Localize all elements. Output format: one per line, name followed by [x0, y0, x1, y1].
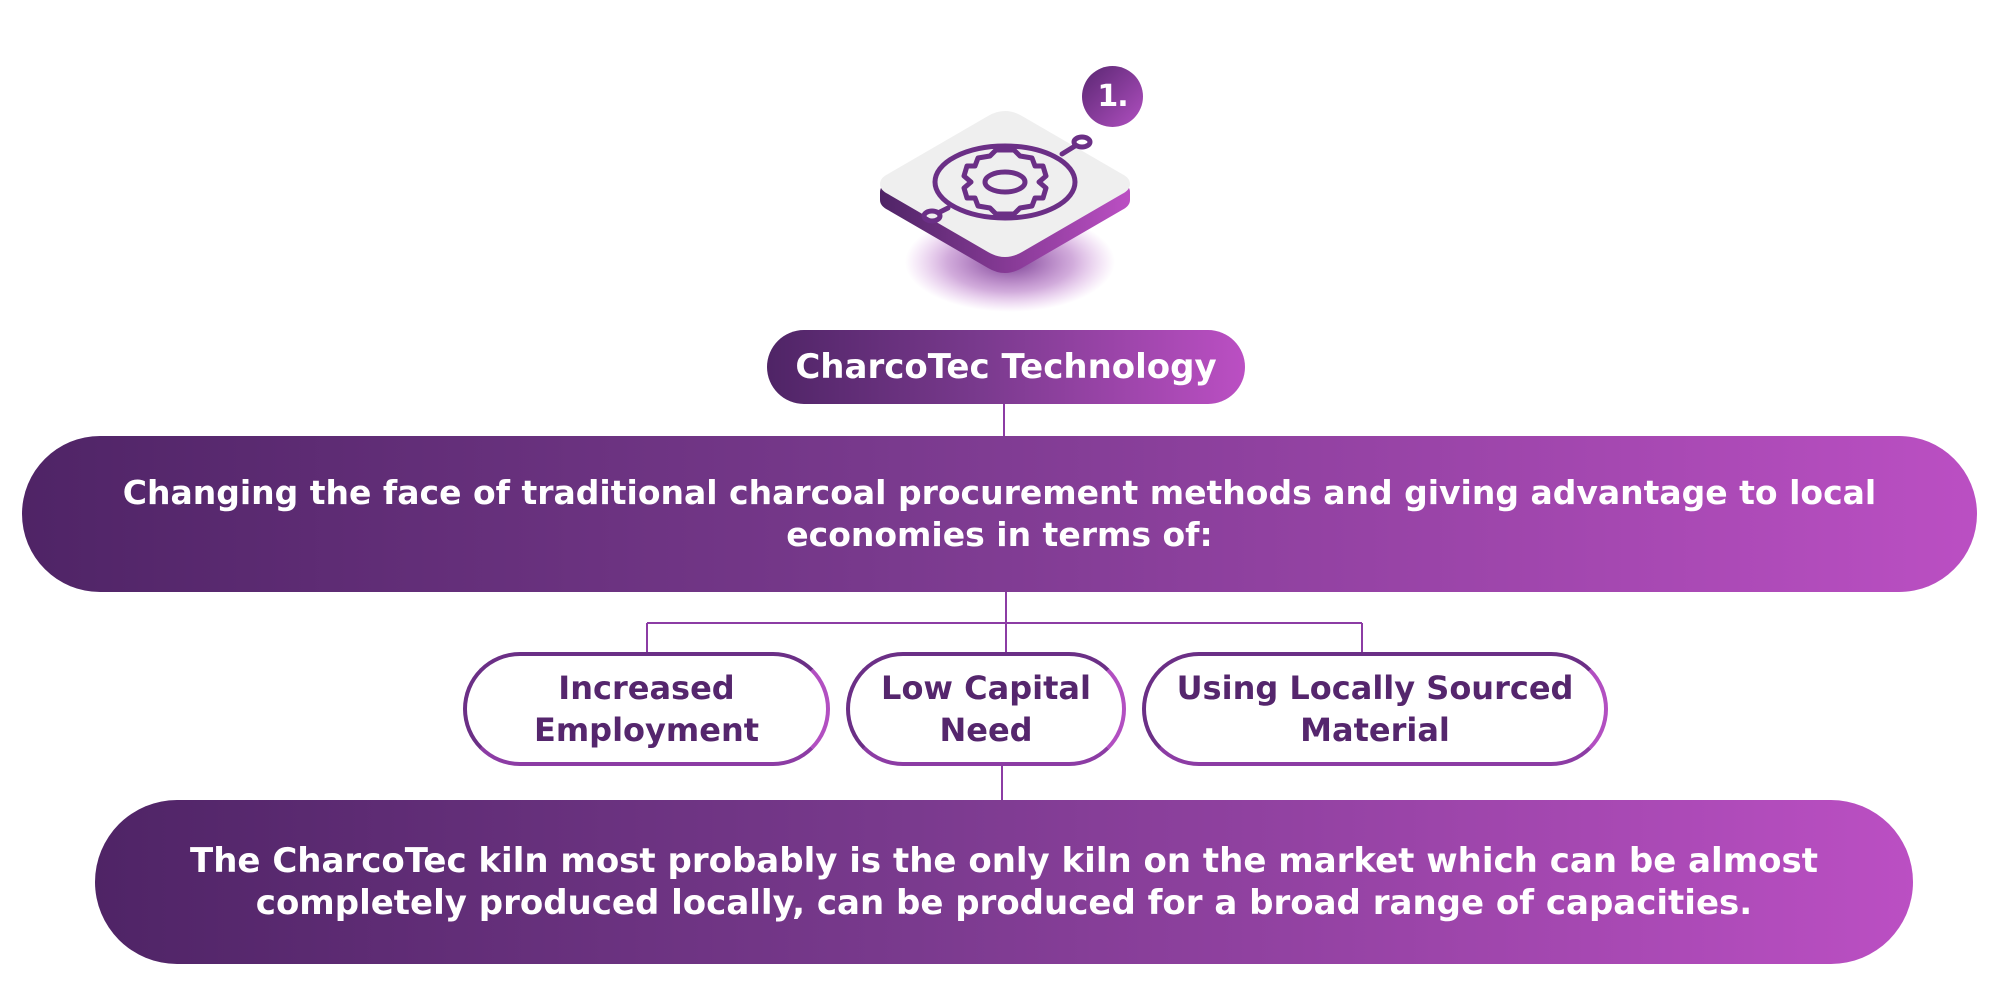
title-label: CharcoTec Technology [795, 347, 1217, 387]
technology-icon-tile [870, 100, 1140, 320]
step-number-badge: 1. [1082, 66, 1143, 127]
benefit-low-capital-need: Low Capital Need [846, 652, 1126, 766]
conclusion-text: The CharcoTec kiln most probably is the … [190, 841, 1818, 923]
step-number-label: 1. [1097, 79, 1128, 114]
gear-circuit-icon [880, 111, 1130, 312]
description-text: Changing the face of traditional charcoa… [122, 473, 1877, 554]
title-pill: CharcoTec Technology [767, 330, 1245, 404]
conclusion-banner: The CharcoTec kiln most probably is the … [95, 800, 1913, 964]
benefit-label: Low Capital Need [881, 669, 1091, 749]
description-banner: Changing the face of traditional charcoa… [22, 436, 1977, 592]
benefit-locally-sourced-material: Using Locally Sourced Material [1142, 652, 1608, 766]
benefit-increased-employment: Increased Employment [463, 652, 830, 766]
benefit-label: Increased Employment [533, 669, 760, 749]
benefit-label: Using Locally Sourced Material [1176, 669, 1574, 749]
